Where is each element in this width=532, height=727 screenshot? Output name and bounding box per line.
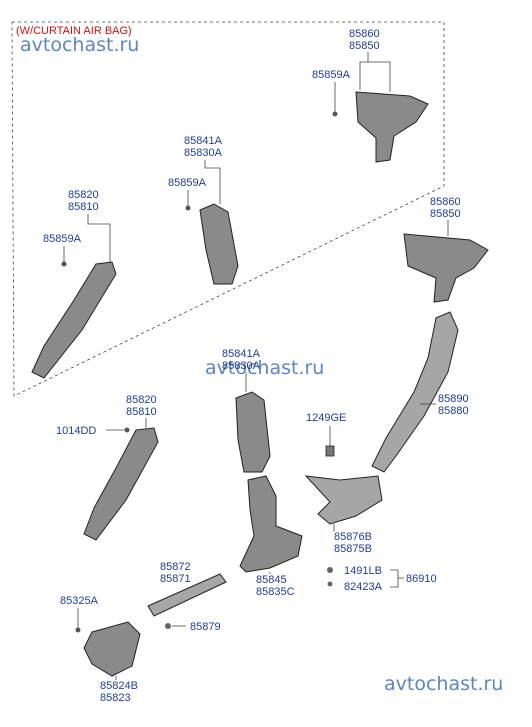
leader-85841A-top [204,160,221,204]
bolt-1249GE [325,445,335,457]
leader-85860-top [359,52,391,92]
label-85876B: 85876B [334,531,372,543]
screw-85325A [75,627,81,633]
label-85860-top: 85860 [349,28,380,40]
c-pillar-lower-cover [304,475,383,525]
door-scuff-plate [147,573,227,617]
clip-82423A [327,581,333,587]
c-pillar-upper-trim-right [403,233,489,303]
watermark-mid: avtochast.ru [205,357,324,379]
b-pillar-upper-trim [235,391,271,473]
label-85859A-left: 85859A [43,233,82,245]
label-85880: 85880 [438,405,469,417]
label-85830A-mid: 85830A [222,360,261,372]
label-86910: 86910 [406,573,437,585]
label-85871: 85871 [160,573,191,585]
clip-85879 [165,623,171,629]
label-85820-top: 85820 [68,189,99,201]
label-1014DD: 1014DD [56,425,96,437]
label-85824B: 85824B [100,680,138,692]
label-85823: 85823 [100,692,131,704]
label-82423A: 82423A [344,581,383,593]
label-85830A-top: 85830A [184,147,223,159]
label-85850-top: 85850 [349,40,380,52]
label-85810-top: 85810 [68,201,99,213]
label-85820-low: 85820 [126,394,157,406]
c-pillar-upper-trim-top [355,91,429,163]
label-85860-right: 85860 [430,196,461,208]
a-pillar-trim [83,427,159,541]
clip-85859A-left [61,261,67,267]
label-85859A-mid: 85859A [168,177,207,189]
label-1491LB: 1491LB [344,565,382,577]
label-85325A: 85325A [60,595,99,607]
curtain-airbag-group-outline [11,21,445,397]
label-85879: 85879 [190,621,221,633]
watermark-bottom: avtochast.ru [384,673,503,695]
label-85835C: 85835C [256,586,295,598]
label-85890: 85890 [438,393,469,405]
leader-86910 [390,569,404,588]
clip-85859A-mid [185,205,191,211]
watermark-top: avtochast.ru [20,34,139,56]
screw-1014DD [124,427,130,433]
leader-85820-top [87,214,111,262]
label-85845: 85845 [256,574,287,586]
curtain-airbag-header: (W/CURTAIN AIR BAG) [16,25,132,37]
a-pillar-trim-top [31,261,117,379]
c-pillar-lower-trim [371,311,459,473]
cowl-side-trim [83,621,141,677]
clip-1491LB [327,567,333,573]
label-85850-right: 85850 [430,208,461,220]
label-1249GE: 1249GE [306,412,346,424]
b-pillar-upper-trim-top [199,203,239,285]
label-85875B: 85875B [334,543,372,555]
label-85810-low: 85810 [126,406,157,418]
clip-85859A-top [332,111,338,117]
label-85859A-top: 85859A [312,69,351,81]
label-85841A-top: 85841A [184,135,223,147]
label-85872: 85872 [160,561,191,573]
b-pillar-lower-trim [239,475,303,573]
label-85841A-mid: 85841A [222,348,261,360]
